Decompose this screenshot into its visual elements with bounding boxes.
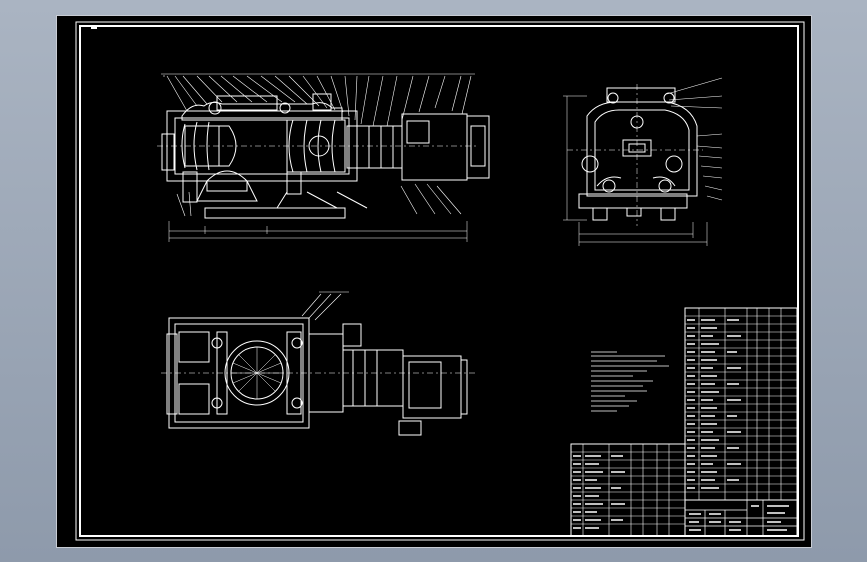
top-view [161, 291, 477, 436]
mechanical-drawing [75, 21, 805, 541]
parts-list [684, 307, 798, 501]
side-view [563, 77, 723, 246]
technical-notes [591, 351, 669, 412]
inner-border [79, 25, 799, 537]
front-view-leaders [161, 73, 475, 217]
sheet-tag [91, 27, 97, 29]
side-view-leaders [666, 77, 723, 201]
parts-list-rows [685, 315, 797, 493]
parts-list-text-marks [687, 319, 741, 489]
front-view [157, 73, 490, 242]
title-block [684, 499, 798, 537]
outer-border [75, 21, 805, 541]
cad-viewport[interactable] [56, 15, 812, 548]
lower-parts-table [570, 443, 686, 537]
